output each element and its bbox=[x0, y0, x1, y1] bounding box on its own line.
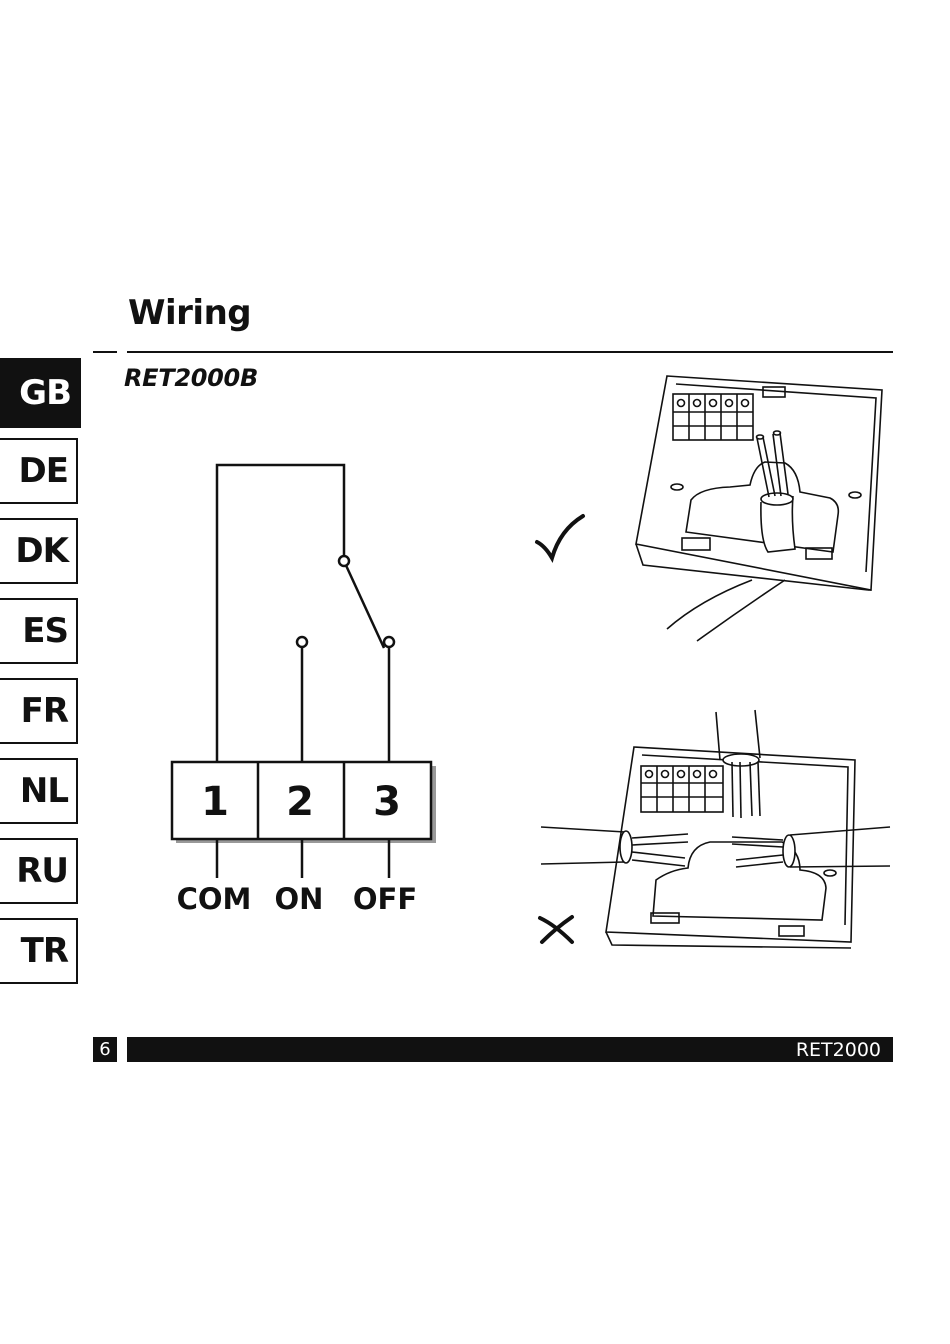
check-mark-icon bbox=[535, 514, 585, 564]
terminal-number-1: 1 bbox=[201, 779, 229, 825]
page-number: 6 bbox=[93, 1037, 117, 1062]
model-subtitle: RET2000B bbox=[124, 364, 258, 392]
language-tab-dk[interactable]: DK bbox=[0, 518, 78, 584]
off-contact bbox=[382, 635, 396, 649]
terminal-number-2: 2 bbox=[286, 779, 314, 825]
language-tab-es[interactable]: ES bbox=[0, 598, 78, 664]
page-title: Wiring bbox=[128, 293, 252, 333]
footer-product-name: RET2000 bbox=[127, 1037, 893, 1062]
wiring-schematic bbox=[215, 463, 396, 763]
terminal-block: 1 2 3 COM ON OFF bbox=[170, 760, 436, 916]
terminal-number-3: 3 bbox=[373, 779, 401, 825]
title-rule bbox=[127, 351, 893, 353]
correct-installation-illustration bbox=[635, 375, 883, 642]
on-contact bbox=[295, 635, 309, 649]
terminal-label-com: COM bbox=[177, 882, 252, 916]
language-tab-ru[interactable]: RU bbox=[0, 838, 78, 904]
language-tab-nl[interactable]: NL bbox=[0, 758, 78, 824]
language-tab-gb[interactable]: GB bbox=[0, 358, 81, 428]
incorrect-installation-illustration bbox=[540, 709, 891, 949]
language-tab-de[interactable]: DE bbox=[0, 438, 78, 504]
language-tab-fr[interactable]: FR bbox=[0, 678, 78, 744]
cross-mark-icon bbox=[538, 915, 574, 944]
terminal-label-off: OFF bbox=[353, 882, 417, 916]
terminal-label-on: ON bbox=[275, 882, 324, 916]
switch-pivot-contact bbox=[337, 554, 351, 568]
language-tab-tr[interactable]: TR bbox=[0, 918, 78, 984]
title-rule-short bbox=[93, 351, 117, 353]
